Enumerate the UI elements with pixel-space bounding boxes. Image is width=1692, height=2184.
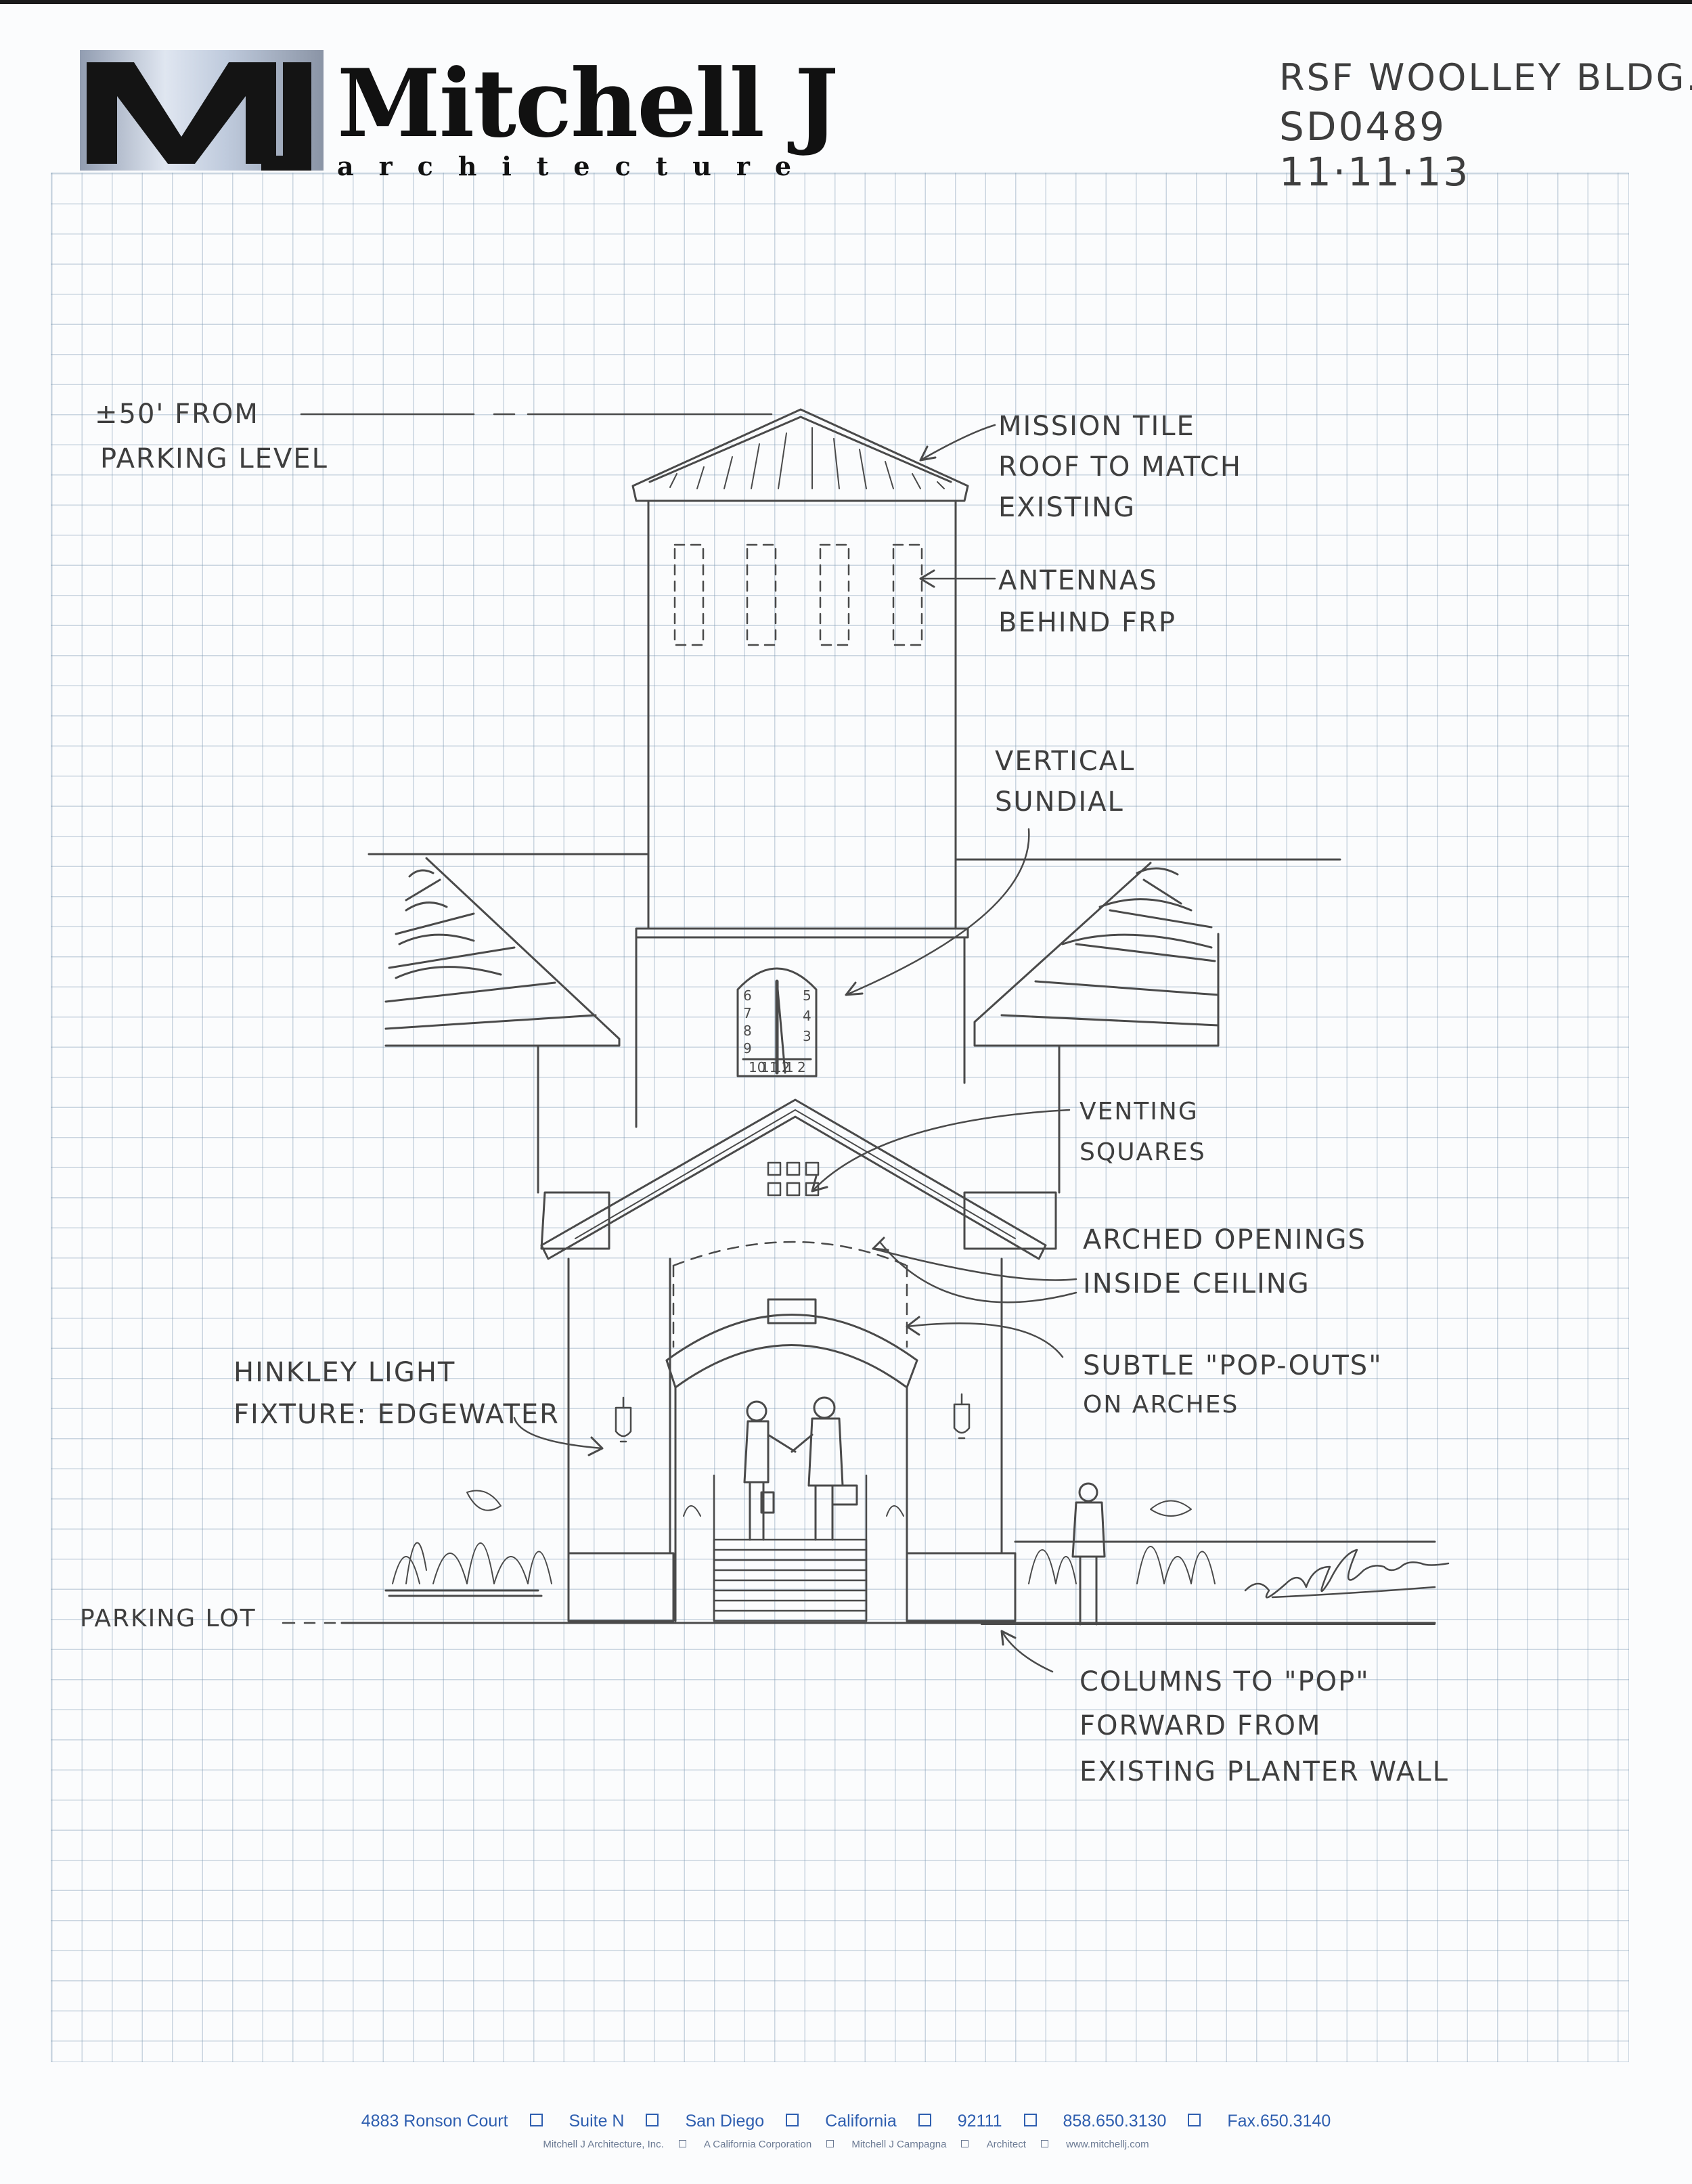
roof-note-line2: ROOF TO MATCH xyxy=(998,451,1242,483)
square-divider-icon xyxy=(1023,2114,1037,2126)
project-name: RSF WOOLLEY BLDG. xyxy=(1279,56,1692,99)
site-id: SD0489 xyxy=(1279,104,1447,150)
footer-fax: Fax.650.3140 xyxy=(1227,2112,1331,2131)
footer-legal-line: Mitchell J Architecture, Inc. A Californ… xyxy=(0,2139,1692,2150)
antenna-note-line2: BEHIND FRP xyxy=(998,607,1176,638)
venting-note-line2: SQUARES xyxy=(1079,1138,1206,1166)
sundial-numeral: 9 xyxy=(743,1040,752,1056)
footer-company: Mitchell J Architecture, Inc. xyxy=(543,2139,664,2150)
vertical-sundial xyxy=(736,967,818,1077)
footer-city: San Diego xyxy=(685,2112,765,2131)
square-divider-icon xyxy=(529,2114,543,2126)
tower-roof xyxy=(631,408,969,502)
square-divider-icon xyxy=(678,2140,686,2147)
footer-corporation: A California Corporation xyxy=(703,2139,812,2150)
sundial-numeral: 6 xyxy=(743,987,752,1004)
height-note-line2: PARKING LEVEL xyxy=(100,443,328,474)
antenna-note-line1: ANTENNAS xyxy=(998,565,1158,596)
columns-note-line2: FORWARD FROM xyxy=(1079,1710,1322,1741)
planter-shrubs xyxy=(392,1490,1216,1584)
roof-note-line1: MISSION TILE xyxy=(998,411,1195,442)
height-note-line1: ±50' FROM xyxy=(95,399,259,430)
leader-lines xyxy=(282,413,1077,1673)
ground-lines xyxy=(340,1540,1436,1625)
footer-suite: Suite N xyxy=(569,2112,625,2131)
firm-logo: Mitchell J architecture xyxy=(80,49,839,184)
footer-address: 4883 Ronson Court xyxy=(361,2112,508,2131)
roof-note-line3: EXISTING xyxy=(998,492,1136,523)
antenna-panels xyxy=(673,543,923,646)
entry-gable xyxy=(540,1098,1047,1555)
logo-subtitle: architecture xyxy=(337,151,817,181)
sundial-numeral: 5 xyxy=(803,987,811,1004)
venting-squares xyxy=(767,1161,820,1197)
sundial-note-line2: SUNDIAL xyxy=(995,786,1124,818)
popouts-note-line1: SUBTLE "POP-OUTS" xyxy=(1083,1350,1383,1381)
architect-signature xyxy=(1244,1548,1450,1599)
sundial-numeral: 1 xyxy=(785,1059,794,1075)
popouts-note-line2: ON ARCHES xyxy=(1083,1391,1239,1419)
square-divider-icon xyxy=(826,2140,834,2147)
footer-website: www.mitchellj.com xyxy=(1066,2139,1149,2150)
sundial-numeral: 12 xyxy=(773,1059,790,1075)
columns-note-line3: EXISTING PLANTER WALL xyxy=(1079,1756,1449,1787)
footer-state: California xyxy=(825,2112,897,2131)
columns-note-line1: COLUMNS TO "POP" xyxy=(1079,1666,1370,1697)
square-divider-icon xyxy=(961,2140,969,2147)
footer-architect-name: Mitchell J Campagna xyxy=(851,2139,947,2150)
sundial-numeral: 8 xyxy=(743,1023,752,1039)
venting-note-line1: VENTING xyxy=(1079,1098,1199,1126)
graph-paper-grid xyxy=(51,173,1629,2062)
footer-phone: 858.650.3130 xyxy=(1063,2112,1167,2131)
sundial-numeral: 7 xyxy=(743,1005,752,1021)
footer-architect-title: Architect xyxy=(986,2139,1026,2150)
arrow-heads xyxy=(587,445,1017,1646)
arched-note-line2: INSIDE CEILING xyxy=(1083,1268,1310,1299)
figures-handshake xyxy=(743,1396,1106,1626)
square-divider-icon xyxy=(1188,2114,1201,2126)
sundial-numeral: 11 xyxy=(761,1059,778,1075)
logo-name: Mitchell J xyxy=(337,48,839,158)
footer-zip: 92111 xyxy=(957,2112,1002,2131)
column-bases xyxy=(567,1552,1017,1622)
square-divider-icon xyxy=(918,2114,931,2126)
arched-note-line1: ARCHED OPENINGS xyxy=(1083,1224,1366,1255)
square-divider-icon xyxy=(786,2114,799,2126)
wall-light-fixtures xyxy=(615,1393,971,1443)
entry-stairs xyxy=(713,1474,868,1622)
sundial-numeral: 4 xyxy=(803,1008,811,1024)
sundial-numeral: 10 xyxy=(749,1059,765,1075)
sketch-date: 11·11·13 xyxy=(1279,149,1471,195)
parking-lot-note: PARKING LOT xyxy=(80,1605,257,1632)
footer-contact-line: 4883 Ronson Court Suite N San Diego Cali… xyxy=(0,2112,1692,2131)
right-wing xyxy=(954,858,1341,1250)
scan-top-edge xyxy=(0,0,1692,4)
entry-arch xyxy=(665,1298,918,1622)
sundial-numeral: 3 xyxy=(803,1028,811,1044)
logo-monogram-mark xyxy=(80,50,324,171)
tower-shaft xyxy=(635,499,969,1128)
square-divider-icon xyxy=(1040,2140,1048,2147)
left-wing xyxy=(368,853,650,1250)
sundial-note-line1: VERTICAL xyxy=(995,746,1136,777)
light-note-line1: HINKLEY LIGHT xyxy=(233,1357,456,1388)
sundial-numeral: 2 xyxy=(797,1059,806,1075)
light-note-line2: FIXTURE: EDGEWATER xyxy=(233,1399,560,1430)
square-divider-icon xyxy=(646,2114,659,2126)
